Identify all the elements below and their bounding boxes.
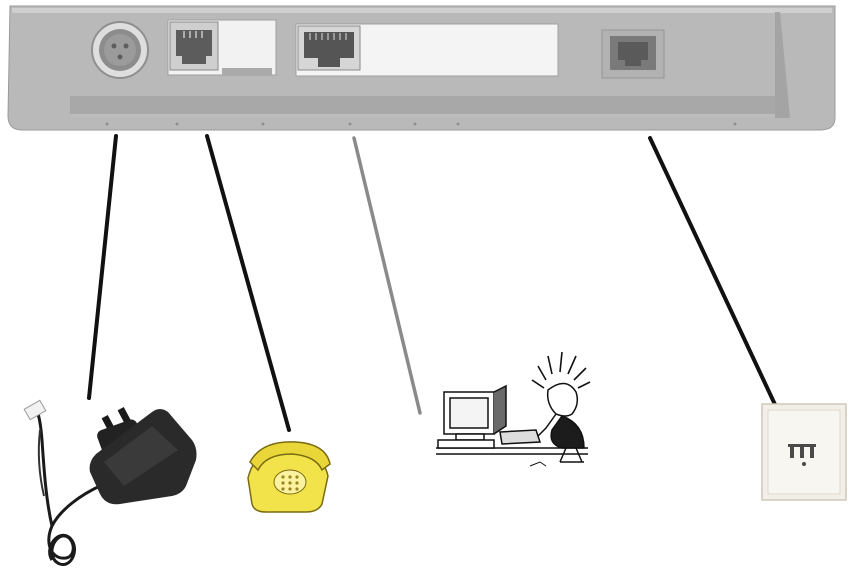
power-port <box>92 22 148 78</box>
power-adapter-icon <box>24 400 196 564</box>
phone-port <box>168 20 276 75</box>
cable-line <box>650 138 786 428</box>
computer-user-icon <box>436 352 590 466</box>
wall-phone-socket-icon <box>762 404 846 500</box>
cable-phone <box>207 136 289 430</box>
computer-port <box>296 24 558 76</box>
line-port <box>602 30 664 78</box>
cable-computer <box>354 138 420 413</box>
cable-power <box>89 136 116 398</box>
telephone-icon <box>248 442 330 512</box>
